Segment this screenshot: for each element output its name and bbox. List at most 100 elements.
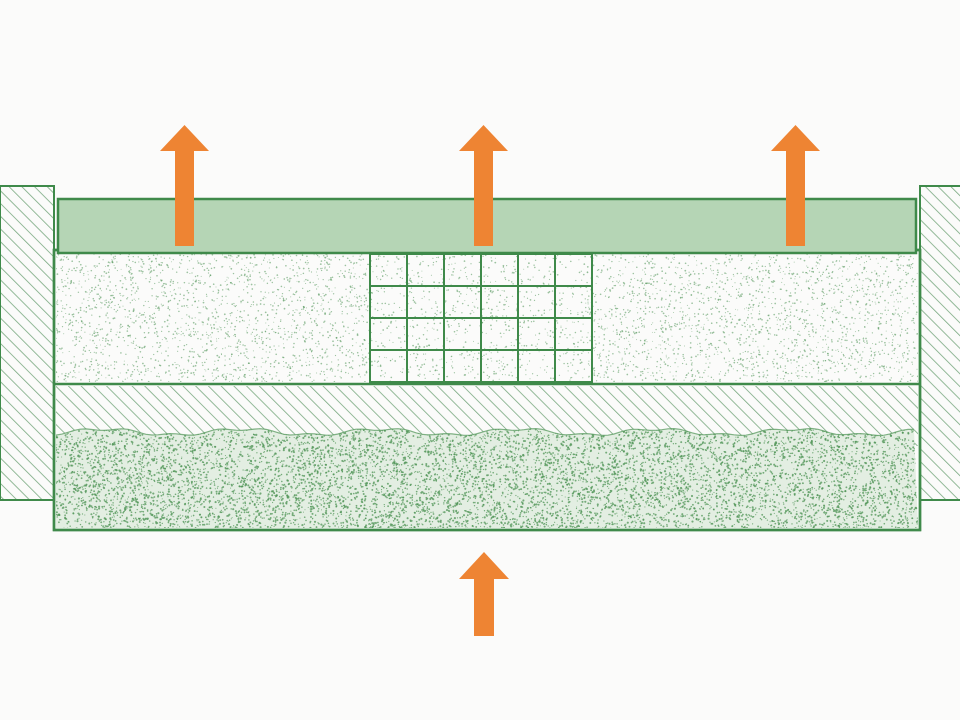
- speckle-dot: [817, 342, 819, 344]
- speckle-dot: [171, 295, 173, 297]
- speckle-dot: [724, 374, 726, 377]
- speckle-dot: [823, 292, 825, 295]
- speckle-dot: [782, 270, 784, 273]
- speckle-dot: [664, 327, 667, 330]
- speckle-dot: [908, 264, 911, 266]
- speckle-dot: [360, 259, 362, 261]
- speckle-dot: [231, 283, 233, 285]
- speckle-dot: [702, 328, 705, 330]
- speckle-dot: [623, 368, 626, 371]
- speckle-dot: [736, 361, 739, 364]
- speckle-dot: [296, 299, 299, 301]
- speckle-dot: [254, 317, 257, 320]
- speckle-dot: [686, 304, 688, 306]
- speckle-dot: [889, 281, 892, 284]
- speckle-dot: [243, 274, 246, 277]
- speckle-dot: [841, 338, 843, 341]
- speckle-dot: [793, 282, 795, 284]
- speckle-dot: [70, 295, 72, 297]
- speckle-dot: [794, 288, 797, 290]
- speckle-dot: [108, 276, 110, 279]
- speckle-dot: [867, 285, 870, 288]
- speckle-dot: [183, 305, 186, 307]
- speckle-dot: [669, 300, 672, 302]
- speckle-dot: [273, 361, 276, 363]
- speckle-dot: [735, 308, 737, 310]
- speckle-dot: [141, 313, 143, 316]
- speckle-dot: [879, 283, 881, 285]
- speckle-dot: [231, 353, 233, 355]
- speckle-dot: [179, 369, 182, 371]
- speckle-dot: [60, 258, 63, 261]
- speckle-dot: [877, 275, 879, 277]
- speckle-dot: [884, 344, 887, 346]
- speckle-dot: [182, 375, 184, 377]
- speckle-dot: [774, 302, 777, 305]
- speckle-dot: [647, 292, 649, 295]
- speckle-dot: [909, 379, 912, 382]
- speckle-dot: [212, 290, 214, 292]
- speckle-dot: [306, 338, 308, 340]
- speckle-dot: [125, 371, 128, 374]
- speckle-dot: [79, 335, 81, 337]
- speckle-dot: [91, 358, 93, 360]
- speckle-dot: [675, 273, 677, 275]
- speckle-dot: [160, 256, 162, 258]
- speckle-dot: [691, 373, 694, 376]
- speckle-dot: [289, 277, 291, 280]
- speckle-dot: [861, 287, 864, 290]
- speckle-dot: [97, 364, 99, 366]
- speckle-dot: [286, 276, 288, 279]
- speckle-dot: [262, 377, 265, 380]
- speckle-dot: [719, 295, 721, 298]
- speckle-dot: [892, 333, 893, 335]
- speckle-dot: [75, 287, 77, 289]
- speckle-dot: [285, 298, 288, 300]
- speckle-dot: [611, 260, 613, 263]
- speckle-dot: [268, 332, 271, 335]
- speckle-dot: [864, 365, 867, 367]
- speckle-dot: [695, 355, 697, 358]
- speckle-dot: [174, 292, 176, 294]
- speckle-dot: [685, 272, 687, 274]
- speckle-dot: [648, 367, 650, 369]
- speckle-dot: [618, 274, 620, 276]
- speckle-dot: [650, 348, 652, 350]
- speckle-dot: [192, 365, 195, 368]
- speckle-dot: [715, 306, 717, 308]
- speckle-dot: [73, 267, 76, 270]
- speckle-dot: [739, 377, 742, 380]
- speckle-dot: [348, 259, 351, 262]
- speckle-dot: [107, 285, 109, 287]
- speckle-dot: [145, 368, 147, 370]
- speckle-dot: [916, 375, 918, 378]
- speckle-dot: [661, 372, 663, 375]
- speckle-dot: [365, 348, 367, 350]
- speckle-dot: [643, 350, 646, 353]
- speckle-dot: [155, 295, 157, 297]
- speckle-dot: [652, 293, 654, 295]
- speckle-dot: [79, 269, 81, 272]
- speckle-dot: [78, 261, 81, 263]
- speckle-dot: [334, 256, 337, 259]
- speckle-dot: [841, 299, 844, 302]
- speckle-dot: [235, 317, 237, 319]
- speckle-dot: [148, 264, 150, 266]
- speckle-dot: [248, 362, 250, 365]
- speckle-dot: [747, 307, 750, 310]
- speckle-dot: [668, 315, 670, 317]
- speckle-dot: [811, 284, 813, 286]
- speckle-dot: [110, 328, 112, 331]
- speckle-dot: [651, 258, 654, 260]
- speckle-dot: [628, 293, 631, 296]
- speckle-dot: [673, 254, 675, 256]
- speckle-dot: [150, 358, 152, 360]
- speckle-dot: [790, 305, 792, 307]
- speckle-dot: [661, 352, 663, 354]
- speckle-dot: [679, 302, 681, 304]
- speckle-dot: [704, 339, 706, 341]
- speckle-dot: [907, 358, 909, 360]
- speckle-dot: [678, 321, 680, 323]
- speckle-dot: [810, 349, 812, 352]
- speckle-dot: [188, 361, 190, 363]
